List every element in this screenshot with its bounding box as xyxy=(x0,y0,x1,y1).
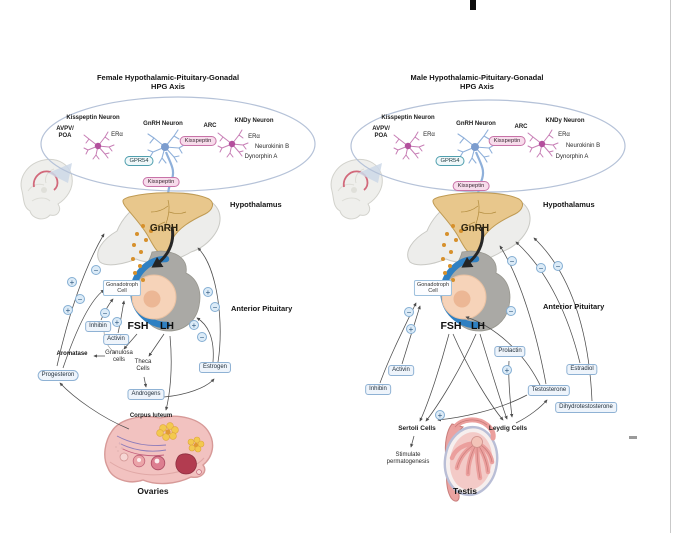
male-kndy-neuron-label: KNDy Neuron xyxy=(545,118,585,124)
male-kisspeptin-release-pill: Kisspeptin xyxy=(452,181,490,191)
minus-sign: − xyxy=(507,256,517,266)
female-inhibin-box: Inhibin xyxy=(85,321,111,332)
female-kisspeptin-neuron-label: Kisspeptin Neuron xyxy=(66,115,120,121)
female-theca-cells-label: Theca Cells xyxy=(134,359,152,372)
brain-icon-female xyxy=(20,158,74,220)
male-arc-label: ARC xyxy=(514,124,528,130)
cropped-ui-artifact xyxy=(470,0,476,10)
female-neurokinin-b-label: Neurokinin B xyxy=(254,144,290,150)
plus-sign: + xyxy=(502,365,512,375)
plus-sign: + xyxy=(67,277,77,287)
female-title: Female Hypothalamic-Pituitary-Gonadal HP… xyxy=(96,73,240,91)
male-anterior-pituitary-label: Anterior Pituitary xyxy=(543,302,605,311)
female-fsh-label: FSH xyxy=(127,320,149,332)
female-gonadotroph-cell-box: Gonadotroph Cell xyxy=(102,280,142,296)
minus-sign: − xyxy=(506,306,516,316)
minus-sign: − xyxy=(197,332,207,342)
plus-sign: + xyxy=(203,287,213,297)
minus-sign: − xyxy=(536,263,546,273)
ovary-illustration xyxy=(104,415,214,485)
male-dynorphin-a-label: Dynorphin A xyxy=(555,154,589,160)
male-organ-label: Testis xyxy=(453,486,477,496)
male-sertoli-cells-label: Sertoli Cells xyxy=(398,425,436,432)
male-testosterone-box: Testosterone xyxy=(527,385,571,396)
female-activin-box: Activin xyxy=(103,334,129,345)
plus-sign: + xyxy=(435,410,445,420)
plus-sign: + xyxy=(63,305,73,315)
brain-icon-male xyxy=(330,158,384,220)
male-kisspeptin-neuron-label: Kisspeptin Neuron xyxy=(381,115,435,121)
male-leydig-cells-label: Leydig Cells xyxy=(488,425,528,432)
female-androgens-box: Androgens xyxy=(127,389,165,400)
female-hypothalamus-label: Hypothalamus xyxy=(230,200,282,209)
male-gonadotroph-cell-box: Gonadotroph Cell xyxy=(413,280,453,296)
dash-mark xyxy=(629,436,637,439)
minus-sign: − xyxy=(100,308,110,318)
plus-sign: + xyxy=(406,324,416,334)
male-er-alpha-right-label: ERα xyxy=(558,132,570,138)
female-arc-label: ARC xyxy=(203,123,217,129)
testis-illustration xyxy=(443,417,499,502)
female-estrogen-box: Estrogen xyxy=(198,362,232,373)
hypothalamus-oval-male xyxy=(350,99,626,193)
male-inhibin-box: Inhibin xyxy=(365,384,391,395)
minus-sign: − xyxy=(210,302,220,312)
plus-sign: + xyxy=(189,320,199,330)
female-avpv-poa-label: AVPV/ POA xyxy=(56,126,74,139)
male-gnrh-neuron-label: GnRH Neuron xyxy=(456,121,496,127)
male-dihydrotestosterone-box: Dihydrotestosterone xyxy=(555,402,617,413)
male-title: Male Hypothalamic-Pituitary-Gonadal HPG … xyxy=(410,73,544,91)
male-gpr54-pill: GPR54 xyxy=(435,156,465,166)
female-organ-label: Ovaries xyxy=(137,486,169,496)
male-hypothalamus-label: Hypothalamus xyxy=(543,200,595,209)
female-gnrh-label: GnRH xyxy=(149,223,179,234)
page-edge-line xyxy=(670,0,671,533)
male-estradiol-box: Estradiol xyxy=(566,364,598,375)
hypothalamus-oval-female xyxy=(40,96,316,192)
male-prolactin-box: Prolactin xyxy=(494,346,526,357)
female-corpus-luteum-label: Corpus luteum xyxy=(129,413,173,419)
male-activin-box: Activin xyxy=(388,365,414,376)
minus-sign: − xyxy=(553,261,563,271)
female-gpr54-pill: GPR54 xyxy=(124,156,154,166)
male-fsh-label: FSH xyxy=(440,320,462,332)
minus-sign: − xyxy=(404,307,414,317)
female-lh-label: LH xyxy=(160,320,174,332)
female-er-alpha-left-label: ERα xyxy=(111,132,123,138)
male-stimulate-spermatogenesis-label: Stimulate permatogenesis xyxy=(386,452,430,465)
male-lh-label: LH xyxy=(471,320,485,332)
plus-sign: + xyxy=(112,317,122,327)
minus-sign: − xyxy=(91,265,101,275)
female-er-alpha-right-label: ERα xyxy=(248,134,260,140)
female-kisspeptin-arc-pill: Kisspeptin xyxy=(179,136,217,146)
female-kndy-neuron-label: KNDy Neuron xyxy=(234,118,274,124)
female-granulosa-cells-label: Granulosa cells xyxy=(105,350,133,363)
male-kisspeptin-arc-pill: Kisspeptin xyxy=(488,136,526,146)
female-progesterone-pill: Progesteron xyxy=(37,370,79,381)
male-neurokinin-b-label: Neurokinin B xyxy=(565,143,601,149)
female-aromatase-label: Aromatase xyxy=(56,351,88,357)
female-gnrh-neuron-label: GnRH Neuron xyxy=(143,121,183,127)
male-er-alpha-left-label: ERα xyxy=(423,132,435,138)
female-anterior-pituitary-label: Anterior Pituitary xyxy=(231,304,293,313)
pituitary-female xyxy=(98,193,220,331)
male-avpv-poa-label: AVPV/ POA xyxy=(372,126,390,139)
activin-granulosa-line xyxy=(103,330,117,354)
female-kisspeptin-release-pill: Kisspeptin xyxy=(142,177,180,187)
male-gnrh-label: GnRH xyxy=(460,223,490,234)
female-dynorphin-a-label: Dynorphin A xyxy=(244,154,278,160)
minus-sign: − xyxy=(75,294,85,304)
